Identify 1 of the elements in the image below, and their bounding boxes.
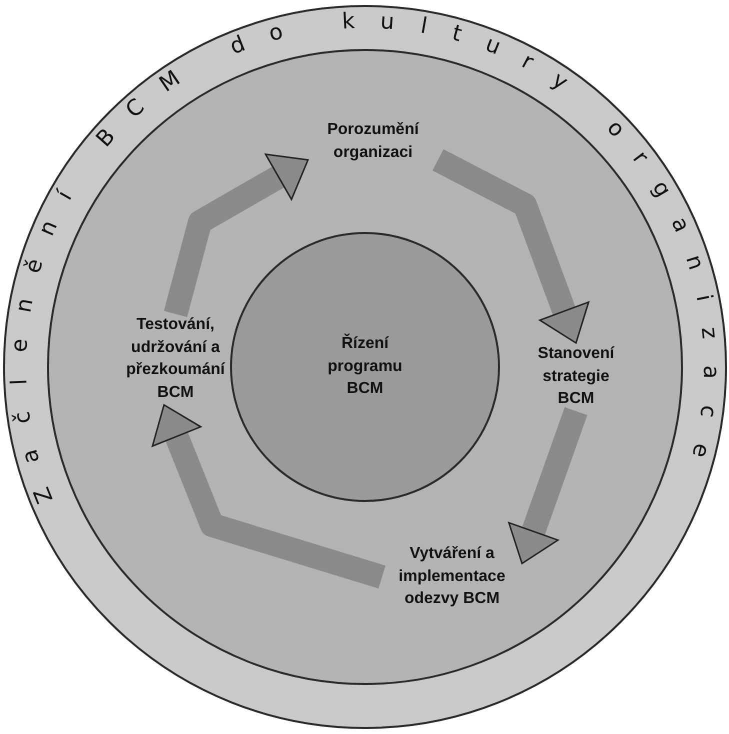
stage-label: Vytváření a implementace odezvy BCM — [382, 543, 522, 612]
